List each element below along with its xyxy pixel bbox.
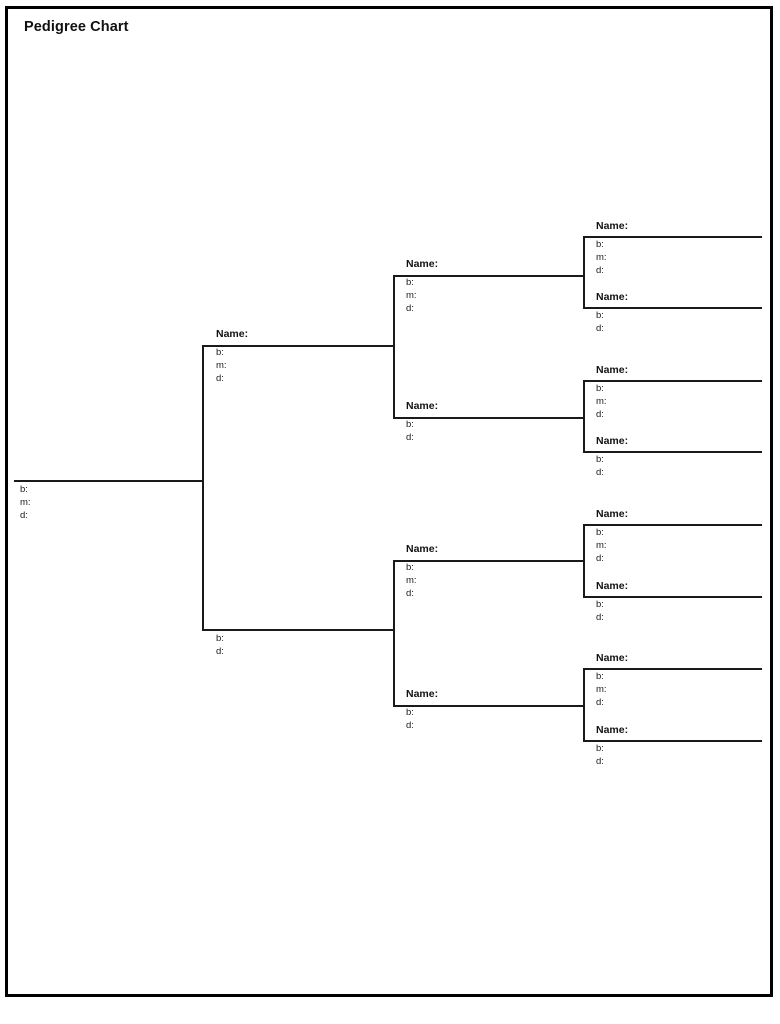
bracket-stub-g3-lower	[381, 629, 395, 631]
node-write-line[interactable]	[583, 524, 762, 526]
field-b: b:	[596, 383, 604, 394]
field-b: b:	[216, 633, 224, 644]
field-m: m:	[596, 252, 607, 264]
bracket-vertical-g2	[202, 345, 204, 631]
node-fields[interactable]: b: m: d:	[406, 276, 417, 316]
field-m: m:	[406, 290, 417, 302]
field-d: d:	[406, 588, 414, 600]
node-fields[interactable]: b: m: d:	[596, 670, 607, 710]
field-d: d:	[406, 432, 414, 444]
field-d: d:	[216, 646, 224, 658]
node-write-line[interactable]	[14, 480, 202, 482]
field-m: m:	[20, 497, 31, 509]
node-name-label: Name:	[596, 364, 629, 376]
bracket-stub-g4-1	[571, 275, 585, 277]
node-write-line[interactable]	[393, 705, 583, 707]
bracket-stub-g4-3	[571, 560, 585, 562]
node-name-label: Name:	[596, 652, 629, 664]
field-b: b:	[596, 671, 604, 682]
node-name-label: Name:	[406, 543, 439, 555]
node-write-line[interactable]	[393, 417, 583, 419]
node-fields[interactable]: b: d:	[596, 742, 604, 768]
field-b: b:	[596, 239, 604, 250]
field-m: m:	[216, 360, 227, 372]
field-d: d:	[406, 303, 414, 315]
bracket-vertical-g3-lower	[393, 560, 395, 705]
field-d: d:	[596, 265, 604, 277]
node-write-line[interactable]	[202, 345, 393, 347]
field-d: d:	[596, 467, 604, 479]
bracket-stub-g4-4	[571, 705, 585, 707]
node-name-label: Name:	[596, 220, 629, 232]
bracket-vertical-g4-2	[583, 380, 585, 452]
node-fields[interactable]: b: m: d:	[406, 561, 417, 601]
field-d: d:	[596, 697, 604, 709]
node-fields[interactable]: b: d:	[216, 632, 224, 658]
field-m: m:	[596, 396, 607, 408]
field-b: b:	[406, 277, 414, 288]
page-border	[5, 6, 773, 997]
field-d: d:	[20, 510, 28, 522]
node-name-label: Name:	[596, 435, 629, 447]
field-b: b:	[20, 484, 28, 495]
node-name-label: Name:	[406, 688, 439, 700]
node-name-label: Name:	[406, 258, 439, 270]
field-d: d:	[406, 720, 414, 732]
node-fields[interactable]: b: m: d:	[20, 483, 31, 523]
node-write-line[interactable]	[583, 380, 762, 382]
node-name-label: Name:	[596, 724, 629, 736]
node-name-label: Name:	[596, 508, 629, 520]
node-fields[interactable]: b: d:	[596, 598, 604, 624]
field-b: b:	[596, 743, 604, 754]
field-b: b:	[596, 310, 604, 321]
field-d: d:	[596, 323, 604, 335]
field-b: b:	[406, 707, 414, 718]
field-b: b:	[406, 419, 414, 430]
node-write-line[interactable]	[202, 629, 393, 631]
node-fields[interactable]: b: d:	[406, 418, 414, 444]
node-write-line[interactable]	[393, 560, 583, 562]
node-name-label: Name:	[216, 328, 249, 340]
node-fields[interactable]: b: m: d:	[216, 346, 227, 386]
node-write-line[interactable]	[393, 275, 583, 277]
node-fields[interactable]: b: m: d:	[596, 526, 607, 566]
field-b: b:	[596, 454, 604, 465]
field-b: b:	[596, 599, 604, 610]
field-d: d:	[596, 553, 604, 565]
bracket-stub-g3-upper	[381, 345, 395, 347]
node-fields[interactable]: b: m: d:	[596, 238, 607, 278]
node-write-line[interactable]	[583, 307, 762, 309]
field-d: d:	[596, 409, 604, 421]
node-name-label: Name:	[596, 580, 629, 592]
field-d: d:	[596, 756, 604, 768]
node-write-line[interactable]	[583, 236, 762, 238]
bracket-stub-g4-2	[571, 417, 585, 419]
node-name-label: Name:	[406, 400, 439, 412]
node-fields[interactable]: b: m: d:	[596, 382, 607, 422]
node-fields[interactable]: b: d:	[406, 706, 414, 732]
page-title: Pedigree Chart	[24, 19, 129, 35]
node-write-line[interactable]	[583, 451, 762, 453]
node-fields[interactable]: b: d:	[596, 453, 604, 479]
node-name-label: Name:	[596, 291, 629, 303]
bracket-vertical-g4-1	[583, 236, 585, 308]
field-m: m:	[596, 684, 607, 696]
bracket-vertical-g4-4	[583, 668, 585, 740]
field-m: m:	[596, 540, 607, 552]
field-b: b:	[406, 562, 414, 573]
field-m: m:	[406, 575, 417, 587]
node-fields[interactable]: b: d:	[596, 309, 604, 335]
field-b: b:	[596, 527, 604, 538]
bracket-stub-g2	[190, 480, 204, 482]
node-write-line[interactable]	[583, 740, 762, 742]
field-d: d:	[216, 373, 224, 385]
node-write-line[interactable]	[583, 596, 762, 598]
field-b: b:	[216, 347, 224, 358]
node-write-line[interactable]	[583, 668, 762, 670]
field-d: d:	[596, 612, 604, 624]
